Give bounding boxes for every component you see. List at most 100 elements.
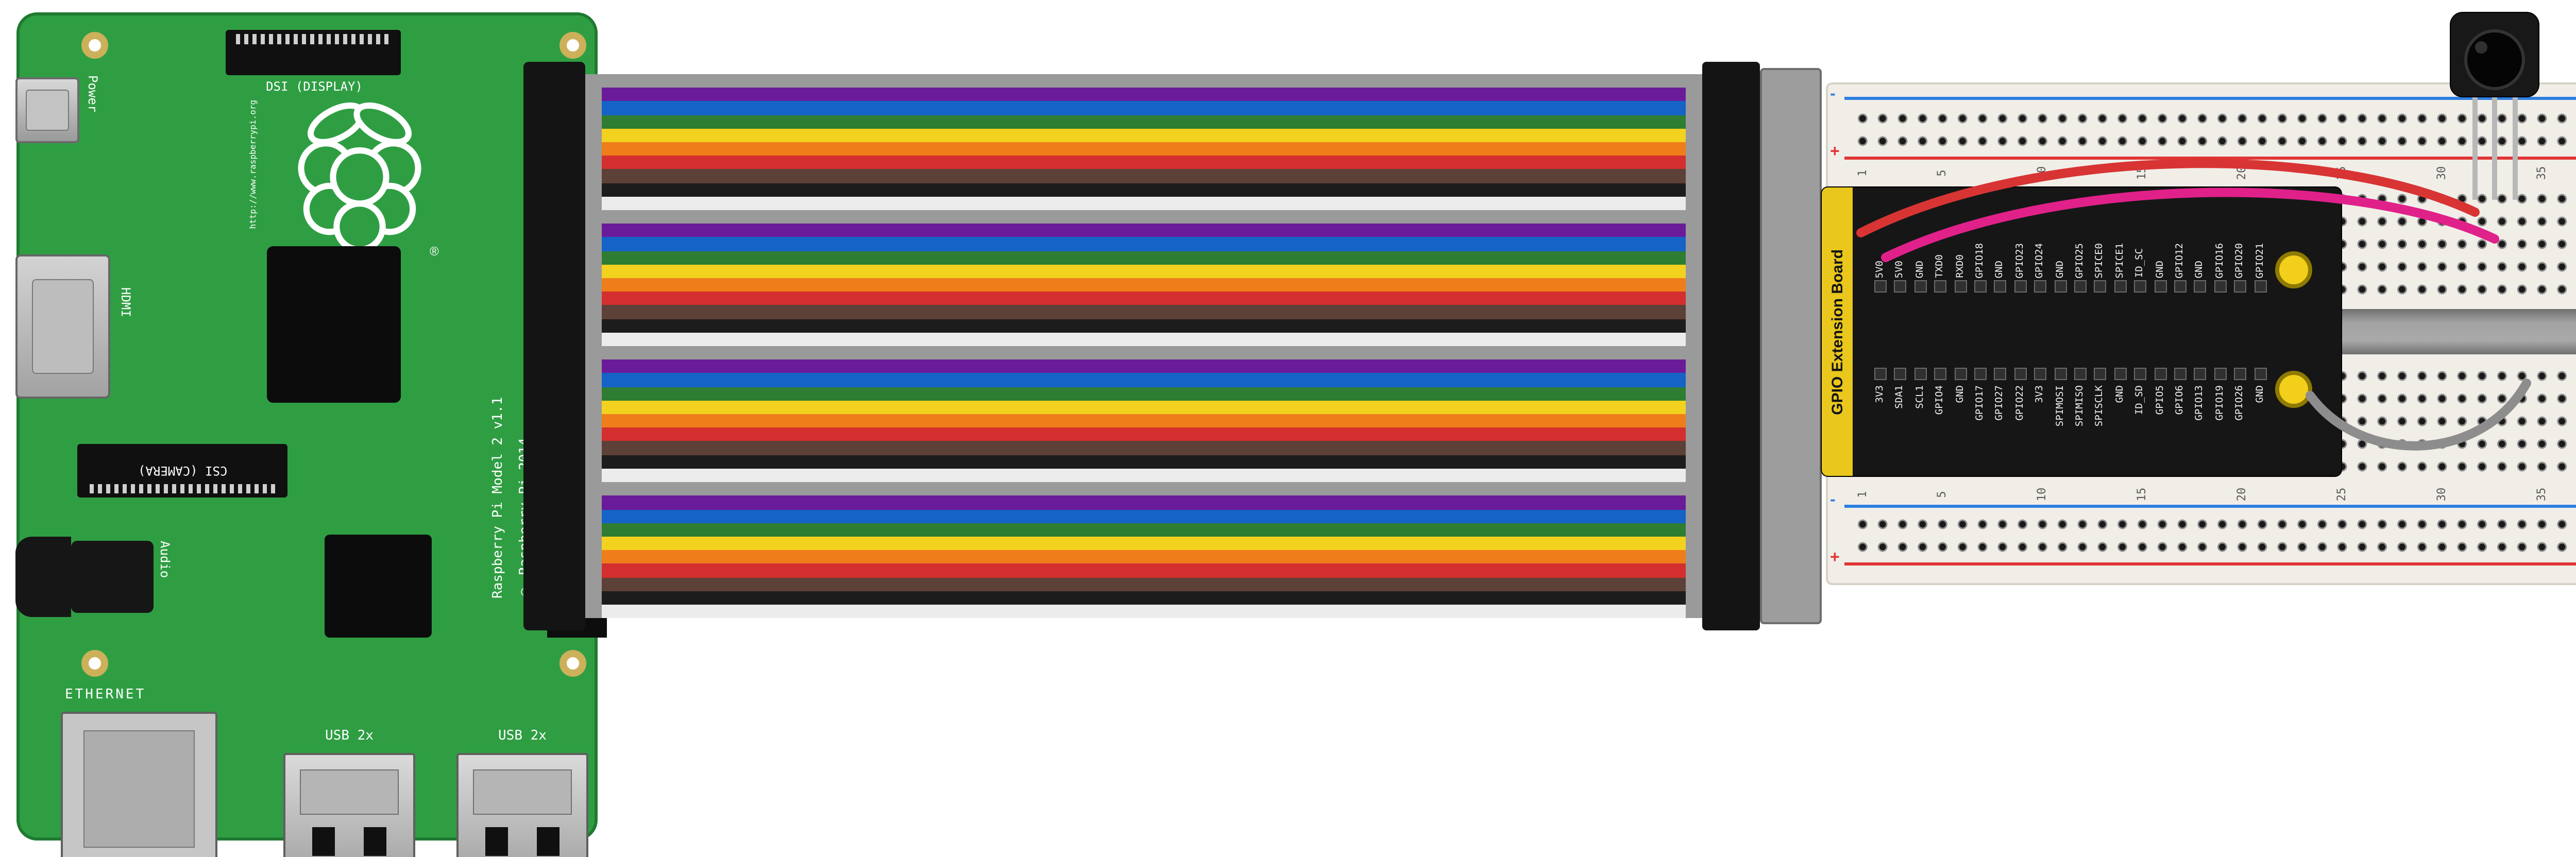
mounting-pad xyxy=(2275,251,2312,288)
pin-contact xyxy=(2194,280,2207,293)
ribbon-wire xyxy=(602,101,1686,115)
extension-pin: SPICE0 xyxy=(2093,196,2108,295)
ribbon-wire xyxy=(602,604,1686,619)
ribbon-wire xyxy=(602,115,1686,129)
column-number: 15 xyxy=(2135,487,2149,502)
ribbon-wire xyxy=(602,196,1686,211)
hdmi-label: HDMI xyxy=(118,287,133,317)
pin-contact xyxy=(2074,280,2087,293)
extension-pin: GPIO23 xyxy=(2013,196,2028,295)
pin-label: GPIO6 xyxy=(2174,385,2185,415)
column-number: 10 xyxy=(2035,166,2049,180)
ribbon-wire xyxy=(602,536,1686,551)
idc-connector xyxy=(1760,68,1822,624)
extension-pins-top: 5V0 5V0 GND TXD0 xyxy=(1822,187,2341,476)
top-negative-rail-line xyxy=(1844,97,2576,100)
ir-receiver-dome-highlight xyxy=(2475,41,2487,54)
ribbon-wire xyxy=(602,156,1686,169)
usb-port xyxy=(283,753,415,857)
pin-contact xyxy=(1874,368,1887,380)
pin-contact xyxy=(1954,280,1967,293)
dsi-display-connector xyxy=(226,30,401,75)
column-number: 20 xyxy=(2235,166,2249,180)
pin-contact xyxy=(1974,280,1987,293)
ribbon-wire xyxy=(602,455,1686,469)
ribbon-wire xyxy=(602,237,1686,251)
extension-pin: ID_SC xyxy=(2133,196,2147,295)
extension-pin: GPIO20 xyxy=(2233,196,2247,295)
pin-label: GND xyxy=(1954,385,1966,403)
column-number: 10 xyxy=(2035,487,2049,502)
extension-pin: GPIO5 xyxy=(2153,361,2167,464)
ribbon-wire xyxy=(602,183,1686,197)
rail-plus-marker: + xyxy=(1830,549,1840,567)
extension-pin: GND xyxy=(2113,361,2128,464)
pin-contact xyxy=(2094,280,2107,293)
power-label: Power xyxy=(86,75,100,113)
extension-pin: 5V0 xyxy=(1873,196,1888,295)
usb-tongue xyxy=(473,769,572,815)
rail-plus-marker: + xyxy=(1830,143,1840,161)
extension-pin: GPIO4 xyxy=(1933,361,1947,464)
pin-contact xyxy=(1994,280,2007,293)
ribbon-wire xyxy=(602,88,1686,101)
extension-pin: 3V3 xyxy=(2033,361,2047,464)
column-number: 20 xyxy=(2235,487,2249,502)
extension-pins-bottom: 3V3 SDA1 SCL1 GPIO4 xyxy=(1822,187,2341,476)
ribbon-wire xyxy=(602,387,1686,401)
extension-pin: GND xyxy=(2253,361,2267,464)
mounting-hole xyxy=(560,32,586,59)
pin-label: 3V3 xyxy=(2034,385,2046,403)
ribbon-wire xyxy=(602,468,1686,483)
ribbon-wire xyxy=(602,400,1686,415)
pin-label: GPIO13 xyxy=(2194,385,2206,421)
pin-contact xyxy=(2134,280,2147,293)
top-power-rail-holes xyxy=(1853,107,2576,152)
pin-contact xyxy=(2054,368,2067,380)
pin-contact xyxy=(2094,368,2107,380)
ribbon-wire xyxy=(602,74,1686,88)
pin-contact xyxy=(1914,368,1927,380)
mounting-hole xyxy=(560,650,586,677)
csi-camera-connector: CSI (CAMERA) xyxy=(77,444,287,498)
extension-pin: SPIMOSI xyxy=(2053,361,2067,464)
usb-tongue xyxy=(300,769,399,815)
registered-mark: ® xyxy=(430,244,439,259)
column-number: 25 xyxy=(2335,166,2349,180)
ribbon-wire xyxy=(602,142,1686,156)
bottom-negative-rail-line xyxy=(1844,505,2576,508)
extension-pin: GND xyxy=(1993,196,2008,295)
pin-contact xyxy=(2234,368,2247,380)
extension-pin: GPIO17 xyxy=(1973,361,1988,464)
extension-pin: SCL1 xyxy=(1913,361,1928,464)
pin-label: SDA1 xyxy=(1894,385,1906,409)
ribbon-wire xyxy=(602,591,1686,605)
pin-label: GPIO26 xyxy=(2234,385,2246,421)
pin-label: SPIMISO xyxy=(2074,385,2086,427)
gpio-extension-board: GPIO Extension Board 5V0 5V0 GND xyxy=(1822,187,2341,476)
pin-contact xyxy=(2174,280,2187,293)
extension-pin: GPIO6 xyxy=(2173,361,2188,464)
extension-pin: GND xyxy=(1953,361,1968,464)
pin-contact xyxy=(1874,280,1887,293)
ribbon-wire xyxy=(602,332,1686,347)
ribbon-wire xyxy=(602,427,1686,441)
pin-contact xyxy=(2174,368,2187,380)
usb-label: USB 2x xyxy=(325,728,374,744)
ribbon-wire xyxy=(602,264,1686,279)
ribbon-wire xyxy=(602,441,1686,455)
extension-pin: RXD0 xyxy=(1953,196,1968,295)
ribbon-wire xyxy=(602,577,1686,591)
mounting-hole xyxy=(81,32,108,59)
pin-contact xyxy=(2154,368,2167,380)
extension-pin: SDA1 xyxy=(1893,361,1908,464)
extension-pin: GPIO21 xyxy=(2253,196,2267,295)
ribbon-wire xyxy=(602,523,1686,537)
pin-contact xyxy=(1934,368,1947,380)
extension-pin: SPISCLK xyxy=(2093,361,2108,464)
micro-usb-power-port xyxy=(15,77,79,143)
extension-pin: SPIMISO xyxy=(2073,361,2088,464)
extension-pin: GPIO13 xyxy=(2193,361,2208,464)
audio-label: Audio xyxy=(158,541,172,578)
column-number: 1 xyxy=(1855,169,1869,177)
